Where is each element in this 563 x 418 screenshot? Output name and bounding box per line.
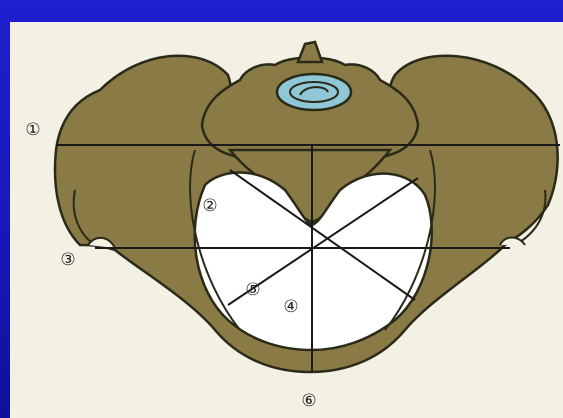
label-6: ⑥ [300,392,318,410]
spinous-process [298,42,322,62]
label-1: ① [24,121,42,139]
label-2: ② [201,197,219,215]
intervertebral-disc [277,74,351,110]
label-4: ④ [282,298,300,316]
label-5: ⑤ [244,281,262,299]
label-3: ③ [59,251,77,269]
